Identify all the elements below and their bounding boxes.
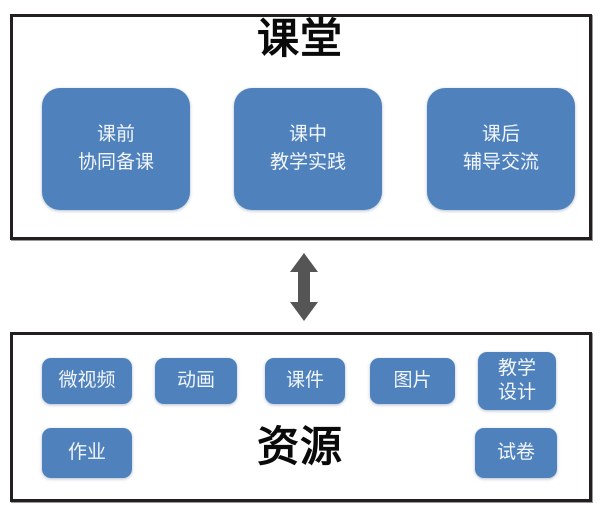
- card-homework[interactable]: 作业: [42, 428, 132, 478]
- card-pre-class-line2: 协同备课: [77, 151, 154, 173]
- card-exam-paper-label: 试卷: [496, 441, 535, 464]
- card-micro-video-label: 微视频: [58, 369, 116, 392]
- classroom-section-title: 课堂: [256, 14, 343, 63]
- card-teaching-design-line1: 教学: [497, 357, 536, 380]
- card-teaching-design[interactable]: 教学 设计: [478, 352, 556, 410]
- card-homework-label: 作业: [67, 441, 106, 464]
- card-teaching-design-line2: 设计: [497, 381, 536, 403]
- card-pre-class-line1: 课前: [96, 123, 135, 146]
- card-during-class[interactable]: 课中 教学实践: [234, 88, 382, 210]
- card-images[interactable]: 图片: [370, 358, 455, 404]
- card-during-class-line1: 课中: [288, 123, 327, 146]
- card-pre-class[interactable]: 课前 协同备课: [42, 88, 190, 210]
- card-micro-video[interactable]: 微视频: [42, 358, 132, 404]
- card-courseware-label: 课件: [285, 369, 324, 392]
- bidirectional-arrow-icon: [288, 252, 320, 322]
- card-exam-paper[interactable]: 试卷: [475, 428, 557, 478]
- resource-section-title: 资源: [256, 422, 343, 471]
- card-animation-label: 动画: [176, 369, 215, 392]
- card-during-class-line2: 教学实践: [269, 151, 346, 173]
- card-after-class-line2: 辅导交流: [462, 151, 539, 173]
- card-after-class-line1: 课后: [481, 123, 520, 146]
- card-after-class[interactable]: 课后 辅导交流: [427, 88, 575, 210]
- card-animation[interactable]: 动画: [155, 358, 237, 404]
- card-images-label: 图片: [393, 369, 432, 392]
- card-courseware[interactable]: 课件: [265, 358, 345, 404]
